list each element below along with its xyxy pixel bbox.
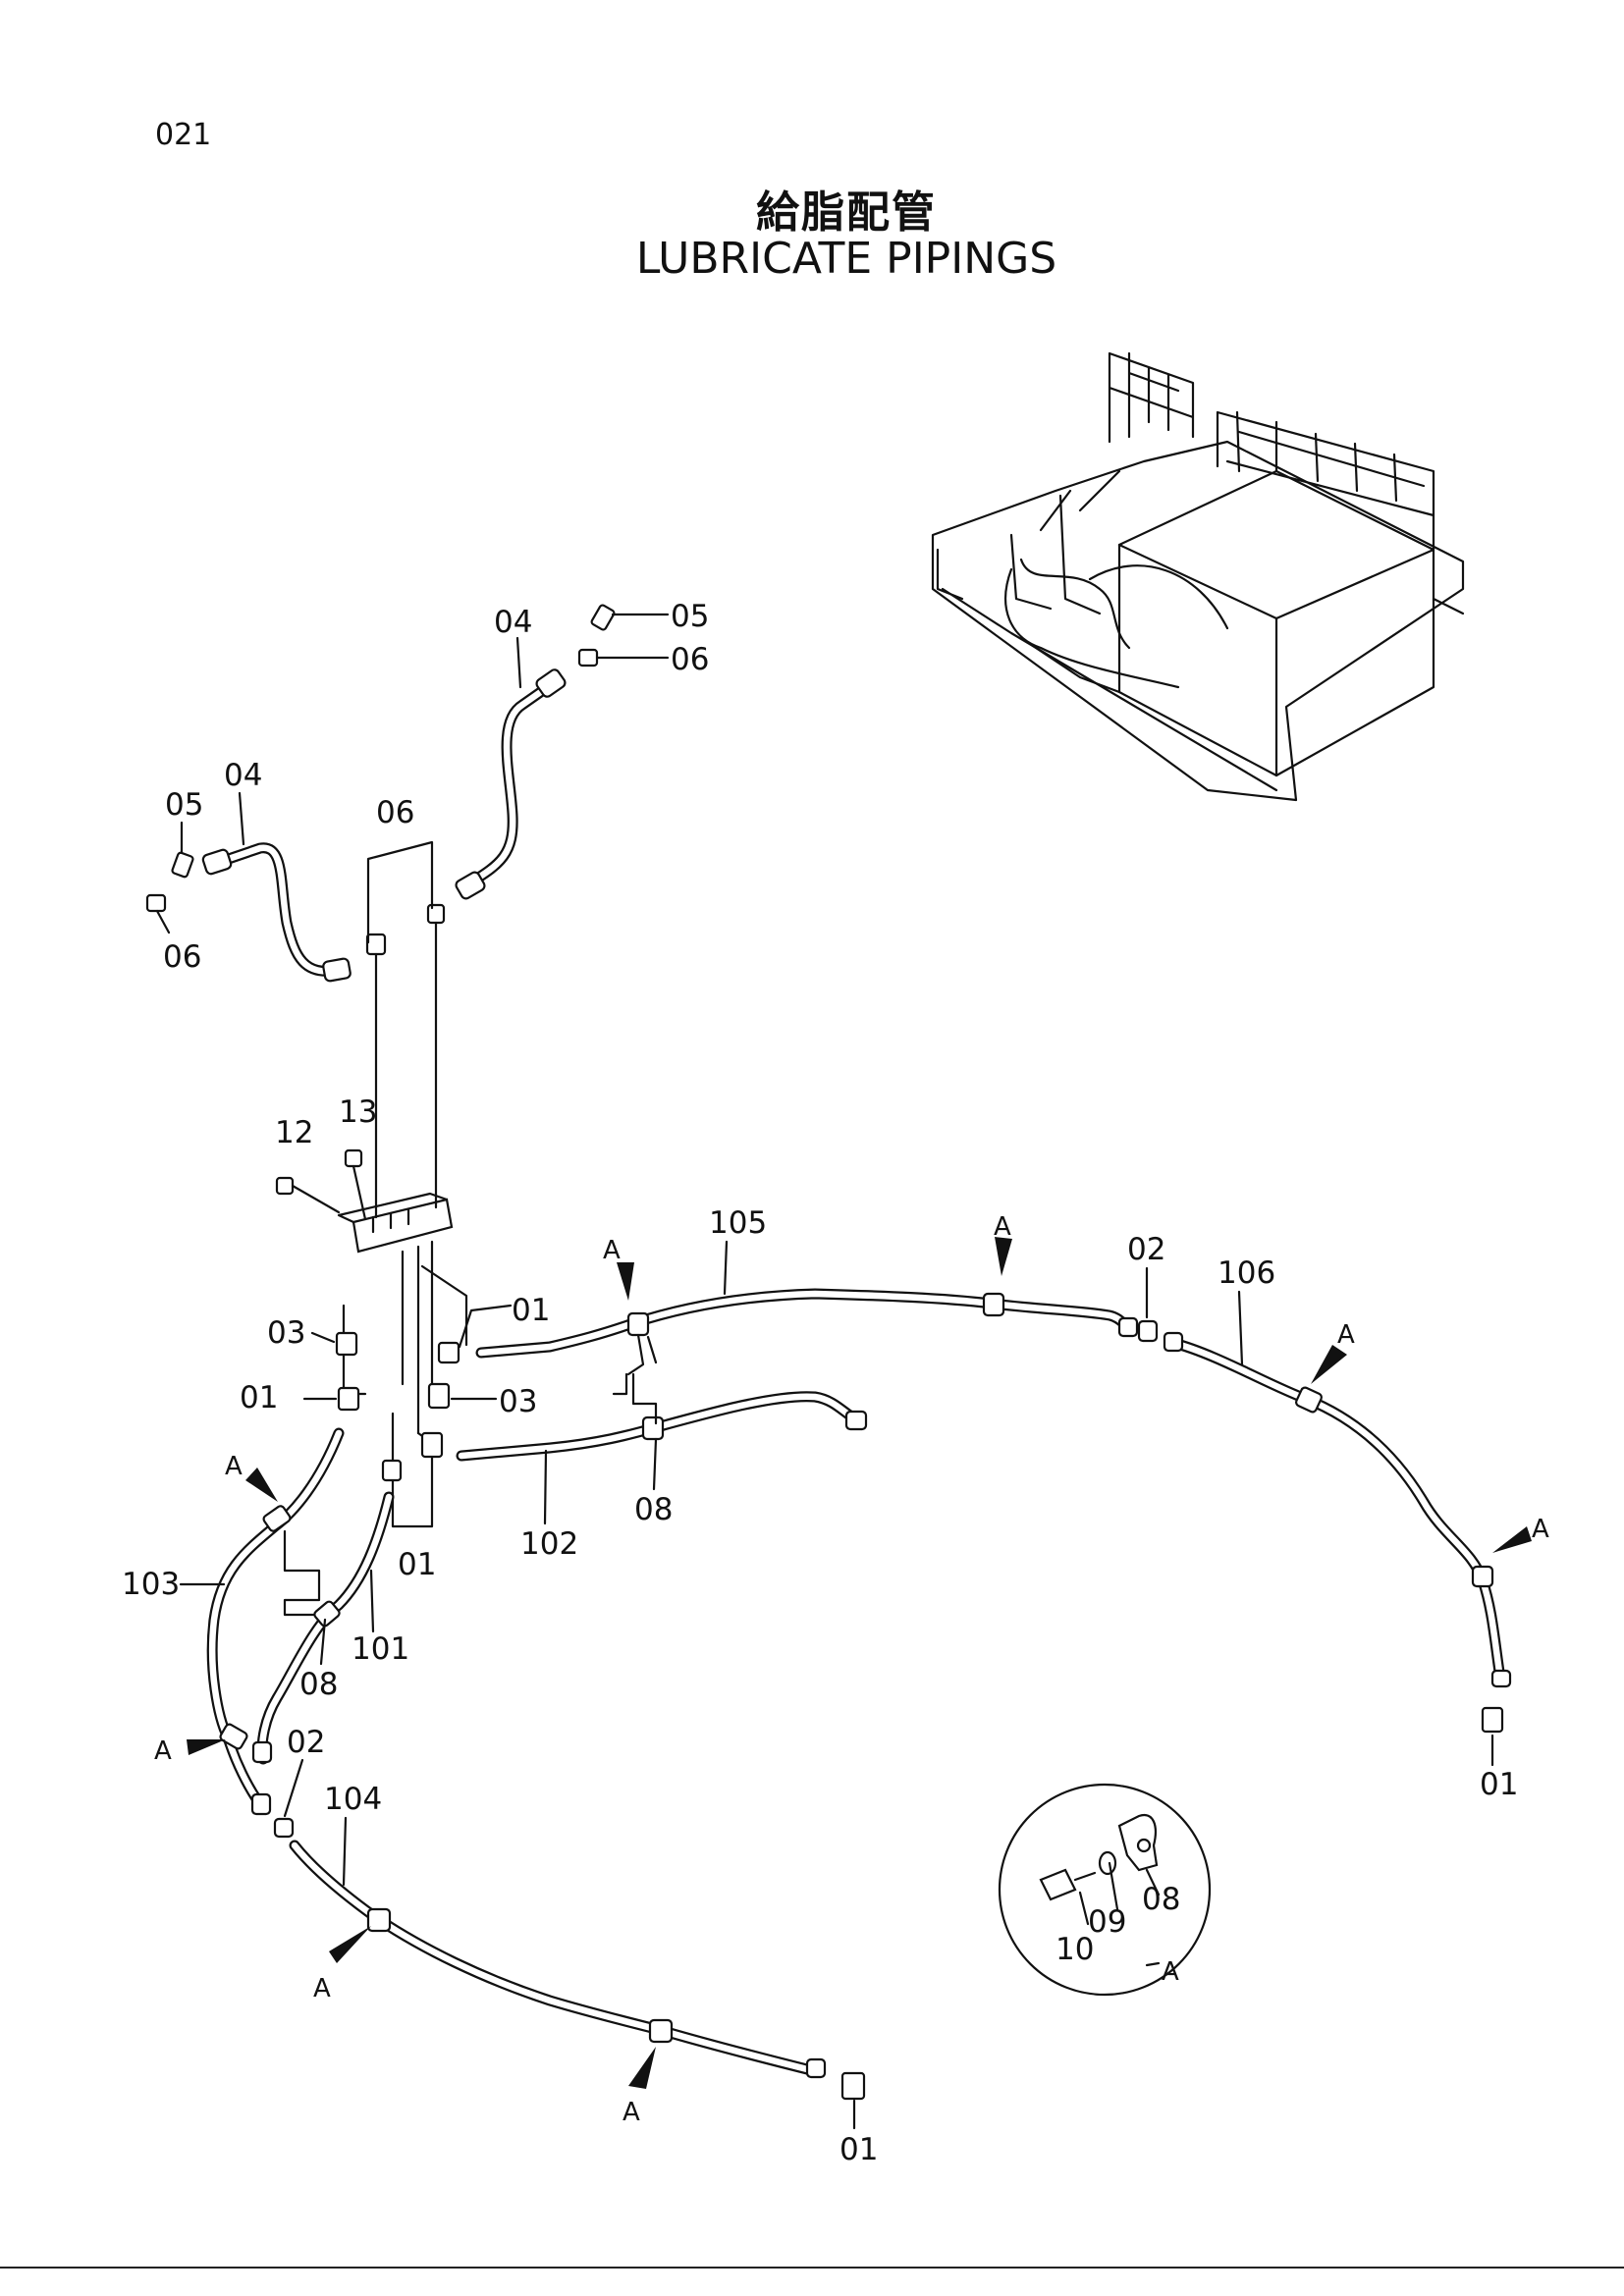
pipe-103 xyxy=(206,1427,345,1816)
hose-04-left xyxy=(201,842,352,983)
callout-06-top: 06 xyxy=(671,642,709,677)
view-a-label-2: A xyxy=(994,1212,1011,1242)
callout-01-low: 01 xyxy=(398,1547,436,1582)
view-a-label-1: A xyxy=(603,1236,621,1265)
callout-101: 101 xyxy=(352,1631,409,1667)
fittings-05-06-top xyxy=(145,604,670,934)
callout-03-left: 03 xyxy=(267,1315,305,1351)
detail-view-a xyxy=(998,1783,1212,1997)
callout-08-mid: 08 xyxy=(634,1492,673,1527)
callout-05-left: 05 xyxy=(165,787,203,823)
view-a-arrows xyxy=(187,1237,1532,2089)
callout-03-right: 03 xyxy=(499,1384,537,1419)
view-a-label-8: A xyxy=(623,2098,640,2127)
callout-08-detail: 08 xyxy=(1142,1882,1180,1917)
callout-102: 102 xyxy=(520,1526,578,1562)
view-a-label-7: A xyxy=(313,1974,331,2003)
view-a-label-5: A xyxy=(225,1452,243,1481)
view-a-label-6: A xyxy=(154,1736,172,1766)
callout-04-left: 04 xyxy=(224,758,262,793)
view-a-label-detail: A xyxy=(1162,1957,1179,1987)
pipe-104 xyxy=(273,1817,866,2101)
callout-01-right: 01 xyxy=(1480,1767,1518,1802)
callout-103: 103 xyxy=(122,1567,180,1602)
title-english: LUBRICATE PIPINGS xyxy=(635,234,1057,284)
callout-04-top: 04 xyxy=(494,605,532,640)
callout-09: 09 xyxy=(1088,1904,1126,1940)
title-japanese: 給脂配管 xyxy=(756,187,937,238)
page-number: 021 xyxy=(155,118,212,152)
distribution-block xyxy=(275,840,468,1528)
pipe-102 xyxy=(456,1372,868,1462)
callout-12: 12 xyxy=(275,1115,313,1150)
callout-104: 104 xyxy=(324,1782,382,1817)
pipe-105 xyxy=(475,1288,1139,1376)
fittings-01-03 xyxy=(302,1304,513,1482)
hose-04-right xyxy=(455,668,567,900)
view-a-label-3: A xyxy=(1337,1320,1355,1350)
callout-02-left: 02 xyxy=(287,1725,325,1760)
callout-02-right: 02 xyxy=(1127,1232,1165,1267)
callout-01-mid: 01 xyxy=(512,1293,550,1328)
pipe-101 xyxy=(251,1491,395,1765)
callout-06-mid: 06 xyxy=(376,795,414,830)
footer-rule xyxy=(0,2267,1624,2269)
view-a-label-4: A xyxy=(1532,1515,1549,1544)
callout-01-left: 01 xyxy=(240,1380,278,1415)
callout-05-top: 05 xyxy=(671,599,709,634)
callout-06-left: 06 xyxy=(163,939,201,975)
callout-13: 13 xyxy=(339,1095,377,1130)
callout-105: 105 xyxy=(709,1205,767,1241)
pipe-106 xyxy=(1137,1319,1512,1734)
callout-08-left: 08 xyxy=(299,1667,338,1702)
machine-overview-drawing xyxy=(931,351,1465,802)
callout-01-bottom: 01 xyxy=(839,2132,878,2167)
callout-106: 106 xyxy=(1218,1255,1275,1291)
callout-10: 10 xyxy=(1056,1932,1094,1967)
callout-labels: 04 05 06 04 05 06 06 12 13 03 01 01 03 0… xyxy=(122,599,1549,2167)
